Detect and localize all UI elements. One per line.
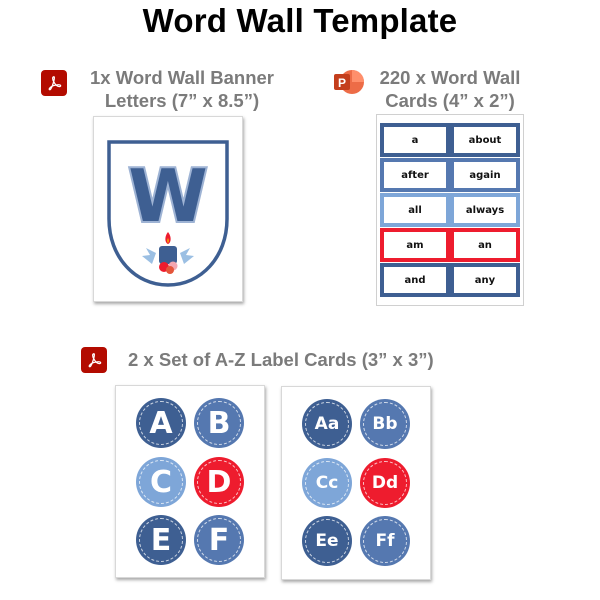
label-set-1-preview: A B C D E F (115, 385, 265, 578)
word-card-row: am an (380, 228, 520, 262)
label-set-2-preview: Aa Bb Cc Dd Ee Ff (281, 386, 431, 580)
word-cards-preview: a about after again all always am an and… (376, 114, 524, 306)
cards-heading-line2: Cards (4” x 2”) (385, 90, 515, 111)
label-circle: C (136, 457, 186, 507)
candle-icon (142, 232, 194, 274)
banner-shield: W (107, 140, 229, 287)
banner-preview: W (93, 116, 243, 302)
powerpoint-icon: P (334, 70, 364, 94)
word-card: after (384, 162, 446, 188)
label-circle: E (136, 515, 186, 565)
page-title: Word Wall Template (142, 2, 458, 39)
banner-heading: 1x Word Wall Banner Letters (7” x 8.5”) (72, 66, 292, 112)
word-card: any (454, 267, 516, 293)
label-circle: Aa (302, 399, 352, 449)
word-card-row: and any (380, 263, 520, 297)
pdf-icon (81, 347, 107, 373)
label-circle: D (194, 457, 244, 507)
word-card: a (384, 127, 446, 153)
label-circle: Dd (360, 458, 410, 508)
label-circle: Cc (302, 458, 352, 508)
word-card: an (454, 232, 516, 258)
label-circle: B (194, 398, 244, 448)
banner-heading-line1: 1x Word Wall Banner (89, 67, 274, 88)
word-card: always (454, 197, 516, 223)
svg-text:P: P (338, 76, 346, 90)
label-circle: Ee (302, 516, 352, 566)
label-circle: Ff (360, 516, 410, 566)
word-card: about (454, 127, 516, 153)
banner-heading-line2: Letters (7” x 8.5”) (104, 90, 260, 111)
word-card: am (384, 232, 446, 258)
labels-heading: 2 x Set of A-Z Label Cards (3” x 3”) (128, 349, 434, 370)
word-card-row: a about (380, 123, 520, 157)
word-card-row: after again (380, 158, 520, 192)
word-card: all (384, 197, 446, 223)
word-card: and (384, 267, 446, 293)
banner-letter: W (128, 154, 207, 238)
pdf-icon (41, 70, 67, 96)
word-card: again (454, 162, 516, 188)
cards-heading: 220 x Word Wall Cards (4” x 2”) (360, 66, 540, 112)
label-circle: F (194, 515, 244, 565)
cards-heading-line1: 220 x Word Wall (379, 67, 521, 88)
label-circle: A (136, 398, 186, 448)
label-circle: Bb (360, 399, 410, 449)
word-card-row: all always (380, 193, 520, 227)
